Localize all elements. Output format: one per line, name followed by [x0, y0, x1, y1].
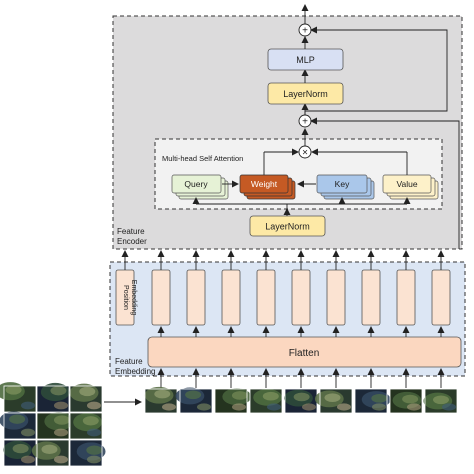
image-grid-tile [0, 411, 37, 440]
image-grid-tile [69, 383, 103, 413]
patch-strip-tile [389, 388, 423, 414]
image-grid-tile [36, 382, 70, 413]
image-grid-tile [0, 382, 37, 413]
layernorm-top [267, 82, 344, 105]
key-label: Key [335, 179, 350, 189]
image-grid-tile [31, 439, 70, 467]
patch-strip-tile [314, 388, 353, 414]
weight-label: Weight [251, 179, 278, 189]
position-embedding-label-line1: Position [122, 285, 129, 310]
residual-connection-1 [310, 117, 460, 249]
embedding-token [221, 269, 241, 326]
embedding-token [186, 269, 206, 326]
weight-block: Weight [239, 174, 296, 200]
flatten-label: Flatten [289, 348, 320, 359]
multiply-symbol: × [302, 148, 308, 159]
patch-strip-tile [214, 388, 252, 414]
value-label: Value [396, 179, 417, 189]
query-label: Query [184, 179, 208, 189]
attention-title: Multi-head Self Attention [162, 154, 243, 163]
feature-encoder-label-line1: Feature [117, 227, 145, 236]
position-embedding-label-line2: Embedding [130, 280, 137, 316]
patch-strip-tile [423, 388, 458, 414]
flatten-block [147, 336, 462, 368]
feature-embedding-label-line2: Embedding [115, 367, 155, 376]
embedding-token [256, 269, 276, 326]
feature-encoder-label-line2: Encoder [117, 237, 147, 246]
feature-embedding-label-line1: Feature [115, 357, 143, 366]
embedding-token [291, 269, 311, 326]
image-grid-tile [36, 412, 74, 440]
image-grid-tile [3, 439, 37, 467]
patch-strip-tile [249, 388, 283, 414]
embedding-token [326, 269, 346, 326]
mlp-block [267, 48, 344, 71]
image-grid-tile [69, 412, 103, 440]
add-symbol-top: + [302, 26, 308, 37]
value-block: Value [382, 174, 439, 200]
layernorm-bottom-label: LayerNorm [265, 222, 310, 232]
add-symbol-mid: + [302, 117, 308, 128]
image-grid-tile [69, 439, 106, 467]
key-block: Key [316, 174, 375, 200]
patch-strip-tile [175, 387, 213, 414]
layernorm-bottom [249, 215, 326, 237]
embedding-token [431, 269, 451, 326]
query-block: Query [171, 174, 229, 200]
embedding-token [396, 269, 416, 326]
embedding-token [151, 269, 171, 326]
mlp-label: MLP [296, 55, 315, 65]
patch-strip-tile [354, 388, 391, 414]
patch-strip-tile [284, 388, 318, 414]
residual-connection-2 [304, 26, 448, 115]
embedding-token [361, 269, 381, 326]
patch-strip-tile [144, 386, 178, 414]
layernorm-top-label: LayerNorm [283, 89, 328, 99]
